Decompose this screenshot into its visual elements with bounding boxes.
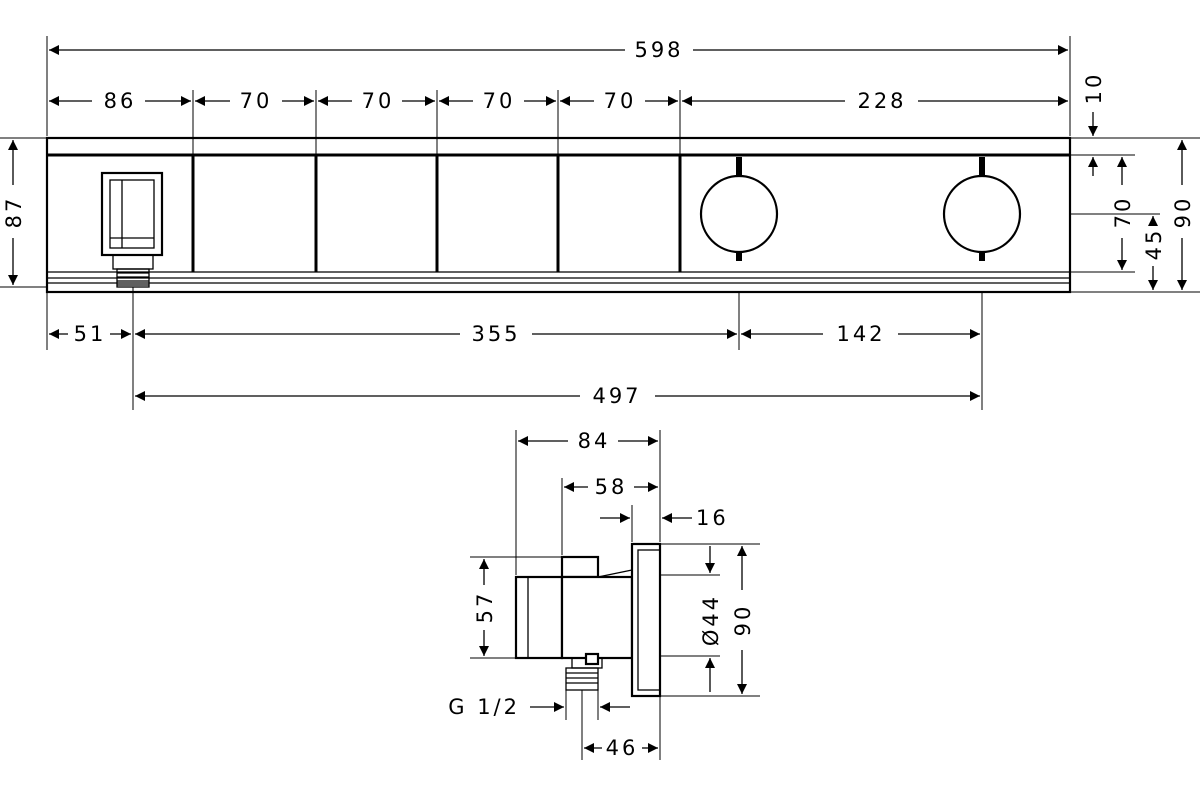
dim-86: 86 — [49, 89, 191, 113]
side-extension-lines — [470, 430, 760, 760]
panel-body — [45, 136, 1072, 294]
dim-thread: G 1/2 — [448, 695, 630, 719]
dim-84: 84 — [518, 429, 658, 453]
dim-70-b-label: 70 — [362, 89, 395, 113]
dim-90-side-label: 90 — [731, 604, 755, 637]
thermostat-knob-left — [699, 157, 779, 261]
dim-142: 142 — [741, 322, 980, 346]
dim-51-label: 51 — [74, 322, 107, 346]
dim-598: 598 — [49, 38, 1068, 62]
dim-57: 57 — [473, 559, 497, 656]
dim-70-a: 70 — [195, 89, 314, 113]
dim-16: 16 — [600, 506, 729, 530]
dim-46: 46 — [584, 736, 658, 760]
dim-diameter-44-label: Ø44 — [699, 594, 723, 646]
dim-70-d: 70 — [560, 89, 678, 113]
dim-142-label: 142 — [836, 322, 885, 346]
dim-thread-label: G 1/2 — [448, 695, 520, 719]
dim-diameter-44: Ø44 — [699, 546, 723, 692]
front-extension-lines — [0, 36, 1200, 410]
thermostat-knob-right — [942, 157, 1022, 261]
dim-70-c: 70 — [439, 89, 556, 113]
front-view: 598 86 70 70 70 70 — [0, 36, 1200, 410]
dim-57-label: 57 — [473, 591, 497, 624]
hose-connector — [100, 171, 164, 288]
dim-355-label: 355 — [471, 322, 520, 346]
dim-90-right: 90 — [1171, 140, 1195, 290]
dim-70-c-label: 70 — [483, 89, 516, 113]
dim-228-label: 228 — [857, 89, 906, 113]
dim-87: 87 — [2, 140, 26, 285]
dim-497-label: 497 — [592, 384, 641, 408]
dim-16-label: 16 — [696, 506, 729, 530]
dim-70-right-label: 70 — [1111, 196, 1135, 229]
dim-497: 497 — [135, 384, 980, 408]
dim-51: 51 — [49, 322, 131, 346]
dim-90-right-label: 90 — [1171, 196, 1195, 229]
dim-46-label: 46 — [606, 736, 639, 760]
dim-70-d-label: 70 — [604, 89, 637, 113]
dim-58-label: 58 — [595, 475, 628, 499]
side-body — [514, 542, 662, 698]
dim-598-label: 598 — [634, 38, 683, 62]
dim-228: 228 — [682, 89, 1068, 113]
dim-45-right-label: 45 — [1142, 228, 1166, 261]
dim-58: 58 — [564, 475, 658, 499]
dim-90-side: 90 — [731, 546, 755, 694]
dim-86-label: 86 — [104, 89, 137, 113]
dim-70-b: 70 — [318, 89, 435, 113]
dim-10: 10 — [1082, 72, 1106, 176]
dim-355: 355 — [135, 322, 737, 346]
dim-87-label: 87 — [2, 196, 26, 229]
dim-45-right: 45 — [1142, 216, 1166, 290]
dim-10-label: 10 — [1082, 72, 1106, 105]
dim-70-right: 70 — [1111, 157, 1135, 270]
dim-84-label: 84 — [578, 429, 611, 453]
side-view: 84 58 16 57 Ø44 90 — [448, 429, 760, 760]
dim-70-a-label: 70 — [240, 89, 273, 113]
